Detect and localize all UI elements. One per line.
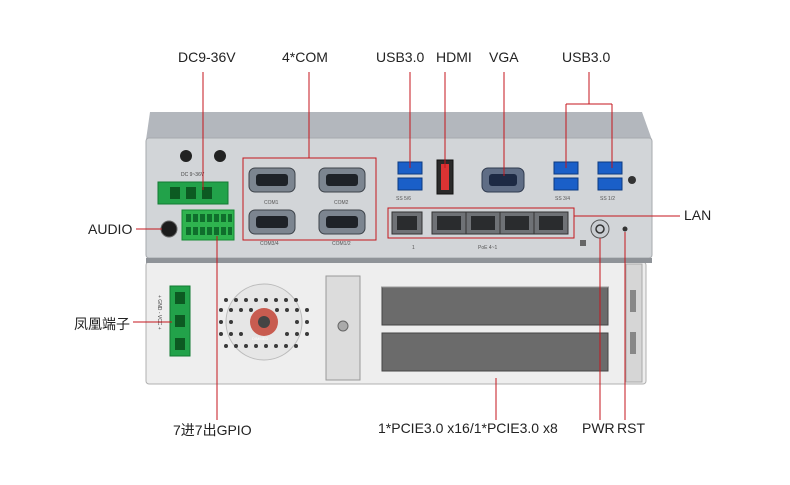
audio-jack xyxy=(160,220,178,238)
usb-silk-r2: SS 1/2 xyxy=(600,196,615,202)
lan-silk-right: PoE 4~1 xyxy=(478,245,498,251)
com-group-right: COM1/2 xyxy=(332,241,351,247)
label-usb-left: USB3.0 xyxy=(376,49,425,65)
usb-silk-left: SS 5/6 xyxy=(396,196,411,202)
phoenix-silk: + GND - VCC + xyxy=(156,295,162,330)
com-silk-1: COM1 xyxy=(264,200,279,206)
label-com: 4*COM xyxy=(282,49,328,65)
pcie-slot-1 xyxy=(381,286,609,326)
label-vga: VGA xyxy=(489,49,519,65)
label-pwr: PWR xyxy=(582,420,615,436)
label-audio: AUDIO xyxy=(88,221,133,237)
label-pcie: 1*PCIE3.0 x16/1*PCIE3.0 x8 xyxy=(378,420,558,436)
label-lan: LAN xyxy=(684,207,712,223)
label-rst: RST xyxy=(617,420,645,436)
lan-ports xyxy=(391,211,569,235)
label-usb-right: USB3.0 xyxy=(562,49,611,65)
dc-silk: DC 9~36V xyxy=(181,172,205,178)
label-hdmi: HDMI xyxy=(436,49,472,65)
label-gpio: 7进7出GPIO xyxy=(173,422,252,438)
com-ports xyxy=(248,167,366,235)
label-phoenix: 凤凰端子 xyxy=(74,316,130,332)
com-silk-2: COM2 xyxy=(334,200,349,206)
reset-hole xyxy=(622,226,628,232)
screw-hole xyxy=(180,150,192,162)
power-button xyxy=(590,219,610,239)
fan-grille xyxy=(219,283,309,361)
fan-badge: DIMMED xyxy=(252,336,268,341)
callout-lines xyxy=(133,72,680,420)
pcie-slot-2 xyxy=(381,332,609,372)
usb-silk-r1: SS 3/4 xyxy=(555,196,570,202)
chassis-top xyxy=(146,112,652,140)
screw-hole xyxy=(214,150,226,162)
com-group-left: COM3/4 xyxy=(260,241,279,247)
label-dc: DC9-36V xyxy=(178,49,236,65)
lan-silk-left: 1 xyxy=(412,245,415,251)
